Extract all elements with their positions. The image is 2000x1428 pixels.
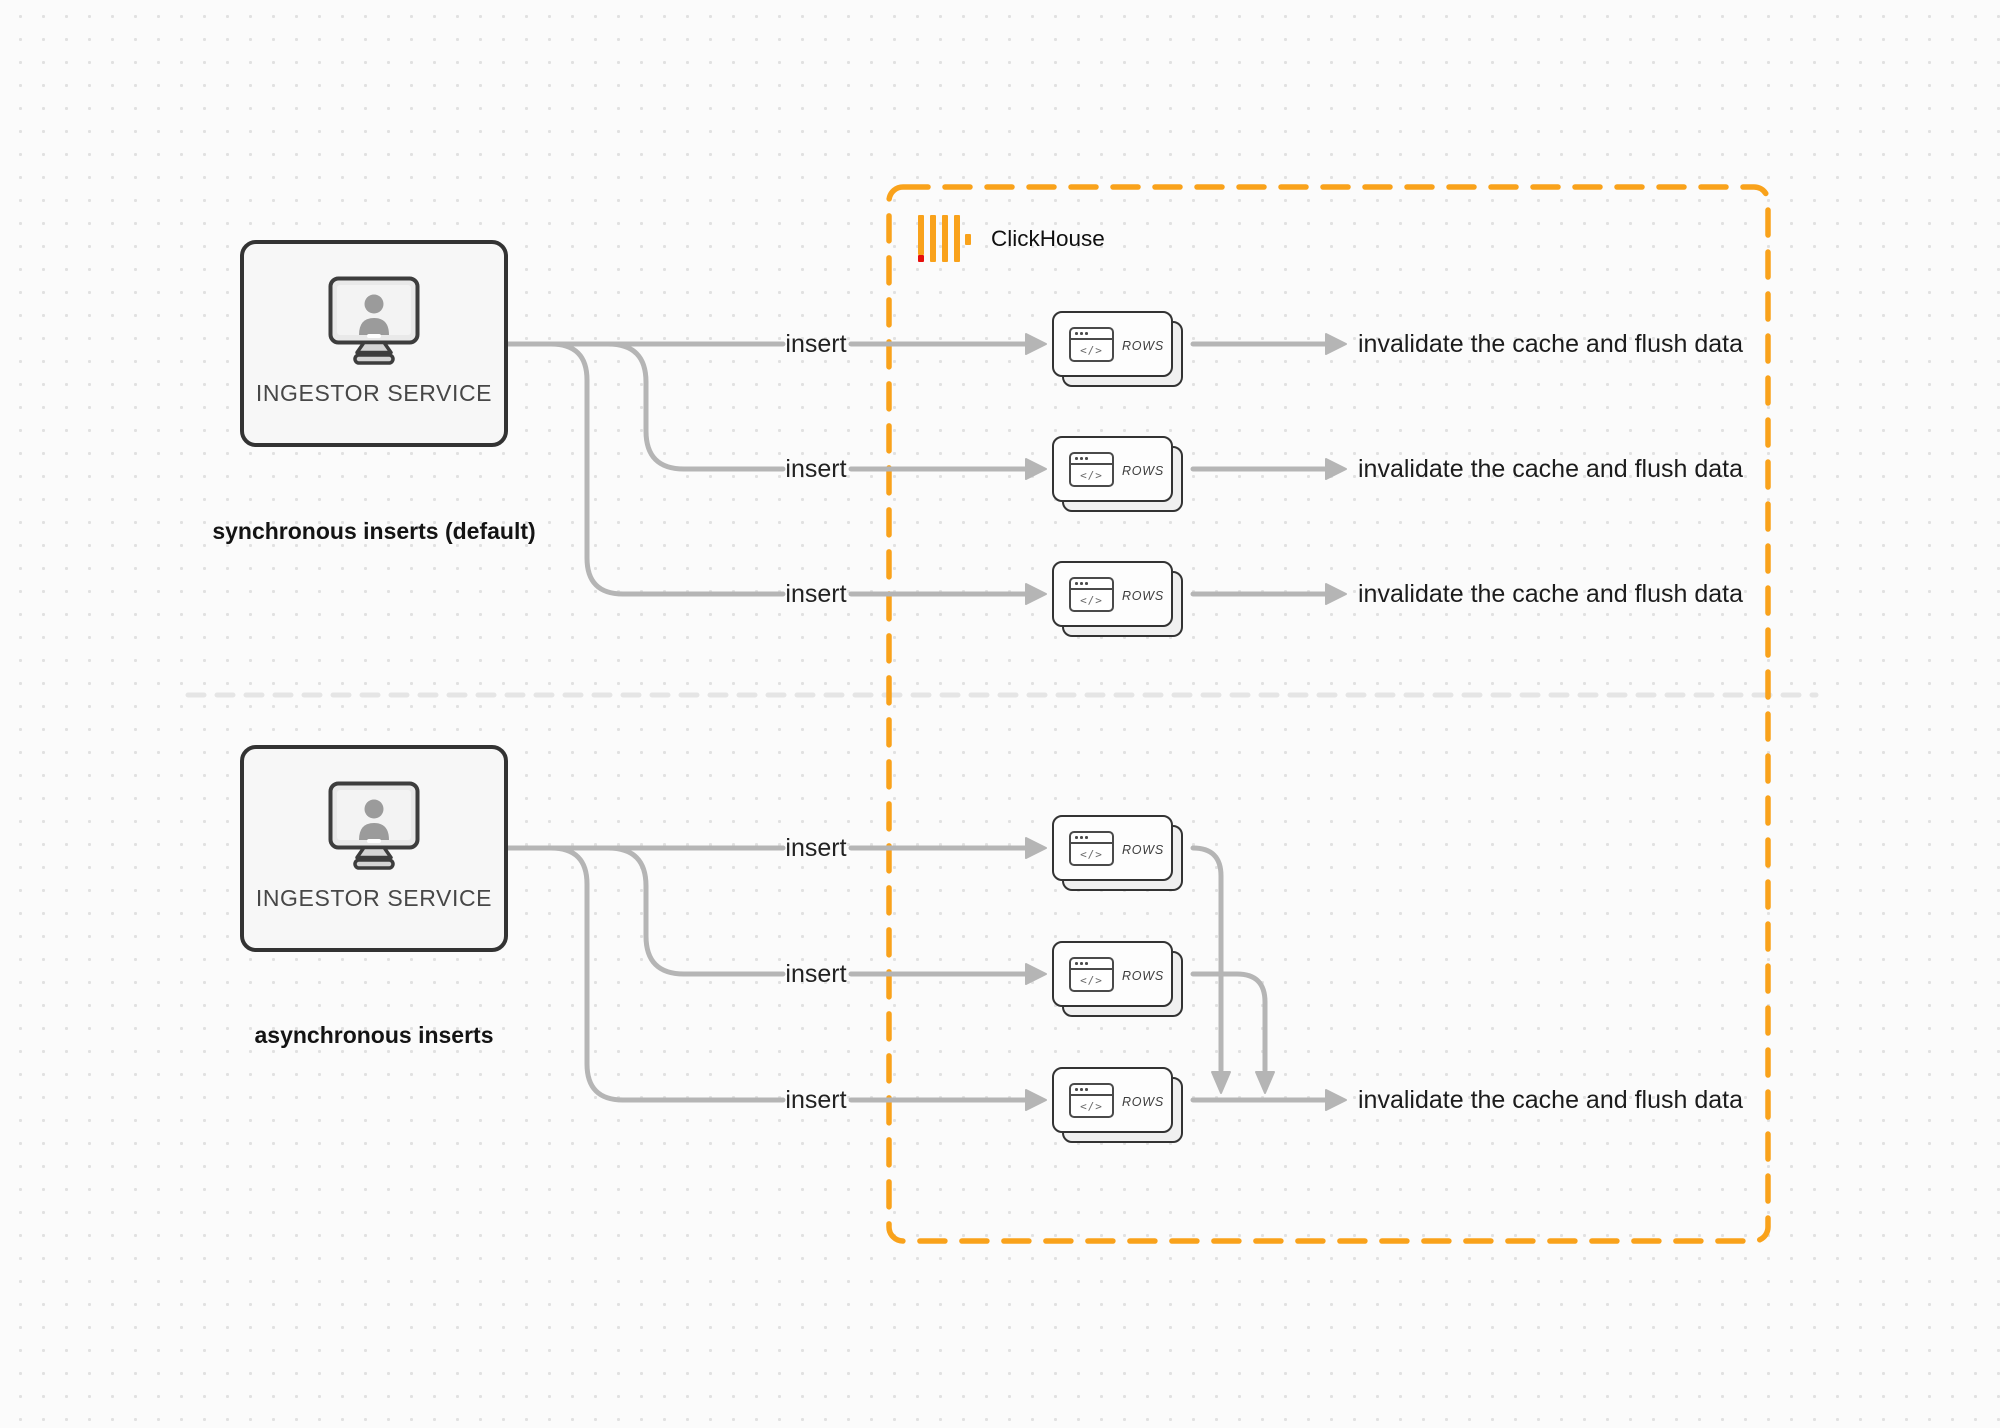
- titlebar-dot: [1080, 962, 1083, 965]
- async-branch-row2: [605, 845, 786, 977]
- titlebar-dot: [1080, 582, 1083, 585]
- rows-block: </> ROWS: [1052, 941, 1184, 1018]
- arrowhead-right: [1325, 1089, 1347, 1111]
- titlebar-dot: [1080, 457, 1083, 460]
- code-window-icon: </>: [1069, 577, 1114, 612]
- ingestor-service-box-async: INGESTOR SERVICE: [240, 745, 508, 952]
- titlebar-dot: [1080, 1088, 1083, 1091]
- code-window-titlebar: [1071, 959, 1112, 970]
- rows-block: </> ROWS: [1052, 815, 1184, 892]
- arrowhead-down: [1211, 1071, 1231, 1094]
- code-glyph: </>: [1080, 593, 1103, 607]
- code-window-titlebar: [1071, 833, 1112, 844]
- code-window-titlebar: [1071, 454, 1112, 465]
- arrowhead-right: [1325, 458, 1347, 480]
- rows-block: </> ROWS: [1052, 561, 1184, 638]
- insert-label: insert: [785, 455, 847, 483]
- rows-block-card: </> ROWS: [1052, 941, 1173, 1007]
- insert-label: insert: [785, 580, 847, 608]
- ingestor-service-label: INGESTOR SERVICE: [255, 885, 493, 911]
- titlebar-dot: [1085, 962, 1088, 965]
- invalidate-label: invalidate the cache and flush data: [1358, 330, 1743, 358]
- rows-block-card: </> ROWS: [1052, 436, 1173, 502]
- titlebar-dot: [1085, 1088, 1088, 1091]
- invalidate-label: invalidate the cache and flush data: [1358, 455, 1743, 483]
- titlebar-dot: [1080, 836, 1083, 839]
- monitor-user-icon: [328, 781, 420, 870]
- clickhouse-name: ClickHouse: [991, 226, 1105, 251]
- ingestor-service-label: INGESTOR SERVICE: [255, 380, 493, 406]
- arrowhead-right: [1025, 333, 1047, 355]
- titlebar-dot: [1080, 332, 1083, 335]
- rows-block: </> ROWS: [1052, 311, 1184, 388]
- arrowhead-right: [1025, 583, 1047, 605]
- rows-block: </> ROWS: [1052, 436, 1184, 513]
- invalidate-label: invalidate the cache and flush data: [1358, 580, 1743, 608]
- arrowheads: [1025, 333, 1347, 1111]
- titlebar-dot: [1075, 962, 1078, 965]
- arrowhead-right: [1325, 333, 1347, 355]
- ingestor-service-box-sync: INGESTOR SERVICE: [240, 240, 508, 447]
- titlebar-dot: [1075, 1088, 1078, 1091]
- titlebar-dot: [1075, 457, 1078, 460]
- clickhouse-boundary: [886, 184, 1771, 1244]
- clickhouse-bars-icon: [918, 215, 971, 262]
- insert-label: insert: [785, 960, 847, 988]
- rows-block-card: </> ROWS: [1052, 311, 1173, 377]
- invalidate-label: invalidate the cache and flush data: [1358, 1086, 1743, 1114]
- code-window-titlebar: [1071, 1085, 1112, 1096]
- rows-block: </> ROWS: [1052, 1067, 1184, 1144]
- titlebar-dot: [1075, 836, 1078, 839]
- rows-label: ROWS: [1121, 589, 1165, 603]
- connector-lines: [505, 341, 1331, 1103]
- code-glyph: </>: [1080, 847, 1103, 861]
- arrowhead-right: [1025, 963, 1047, 985]
- rows-block-card: </> ROWS: [1052, 561, 1173, 627]
- code-window-icon: </>: [1069, 327, 1114, 362]
- code-glyph: </>: [1080, 468, 1103, 482]
- code-window-icon: </>: [1069, 1083, 1114, 1118]
- titlebar-dot: [1075, 582, 1078, 585]
- arrowhead-down: [1255, 1071, 1275, 1094]
- arrowhead-right: [1025, 1089, 1047, 1111]
- async-converge-row1: [1190, 845, 1224, 1073]
- code-glyph: </>: [1080, 973, 1103, 987]
- titlebar-dot: [1075, 332, 1078, 335]
- arrowhead-right: [1025, 458, 1047, 480]
- rows-block-card: </> ROWS: [1052, 1067, 1173, 1133]
- code-window-icon: </>: [1069, 957, 1114, 992]
- code-window-titlebar: [1071, 579, 1112, 590]
- titlebar-dot: [1085, 332, 1088, 335]
- code-glyph: </>: [1080, 343, 1103, 357]
- rows-label: ROWS: [1121, 969, 1165, 983]
- titlebar-dot: [1085, 836, 1088, 839]
- sync-branch-row3: [548, 341, 786, 597]
- sync-branch-row2: [605, 341, 786, 472]
- monitor-user-icon: [328, 276, 420, 365]
- rows-label: ROWS: [1121, 464, 1165, 478]
- insert-label: insert: [785, 834, 847, 862]
- arrowhead-right: [1025, 837, 1047, 859]
- rows-label: ROWS: [1121, 843, 1165, 857]
- rows-block-card: </> ROWS: [1052, 815, 1173, 881]
- rows-label: ROWS: [1121, 339, 1165, 353]
- async-branch-row3: [548, 845, 786, 1103]
- sync-caption: synchronous inserts (default): [212, 518, 536, 544]
- arrowhead-right: [1325, 583, 1347, 605]
- async-converge-row2: [1190, 971, 1268, 1073]
- rows-label: ROWS: [1121, 1095, 1165, 1109]
- titlebar-dot: [1085, 457, 1088, 460]
- code-window-titlebar: [1071, 329, 1112, 340]
- clickhouse-logo: ClickHouse: [918, 215, 1105, 263]
- async-caption: asynchronous inserts: [254, 1022, 494, 1048]
- code-window-icon: </>: [1069, 831, 1114, 866]
- code-window-icon: </>: [1069, 452, 1114, 487]
- titlebar-dot: [1085, 582, 1088, 585]
- insert-label: insert: [785, 330, 847, 358]
- insert-label: insert: [785, 1086, 847, 1114]
- code-glyph: </>: [1080, 1099, 1103, 1113]
